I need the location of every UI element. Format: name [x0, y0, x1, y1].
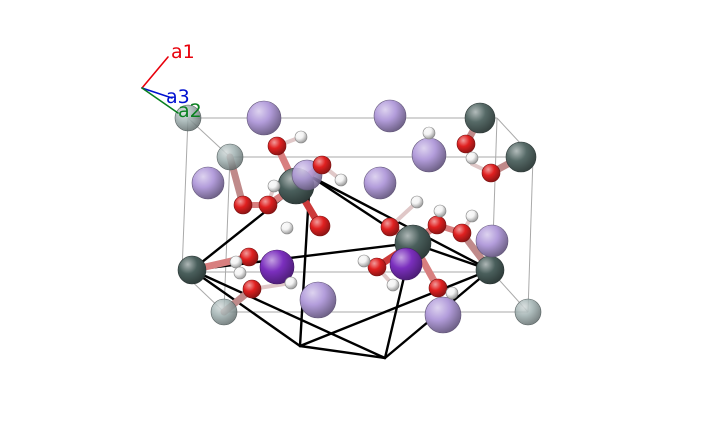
rhombohedron-edge — [308, 174, 492, 272]
atom-na[interactable] — [363, 166, 397, 200]
atom-si[interactable] — [216, 143, 244, 171]
atom-h[interactable] — [410, 195, 424, 209]
axis-vector-a3 — [141, 87, 173, 99]
atom-h[interactable] — [422, 126, 436, 140]
atom-o[interactable] — [258, 195, 278, 215]
atom-o[interactable] — [267, 136, 287, 156]
atom-h[interactable] — [267, 179, 281, 193]
atom-h[interactable] — [334, 173, 348, 187]
atom-h[interactable] — [433, 204, 447, 218]
rhombohedron-edge — [298, 344, 387, 360]
atom-h[interactable] — [294, 130, 308, 144]
atom-mn[interactable] — [505, 141, 537, 173]
cell-edge — [181, 117, 189, 273]
atom-o[interactable] — [367, 257, 387, 277]
atom-o[interactable] — [309, 215, 331, 237]
atom-h[interactable] — [445, 286, 459, 300]
atom-o[interactable] — [452, 223, 472, 243]
rhombohedron-edge — [190, 268, 387, 360]
axis-label-a1: a1 — [171, 41, 195, 63]
atom-o[interactable] — [312, 155, 332, 175]
atom-h[interactable] — [386, 278, 400, 292]
atom-h[interactable] — [465, 209, 479, 223]
axis-vector-a2 — [141, 87, 179, 114]
rhombohedron-edge — [298, 268, 492, 348]
atom-si[interactable] — [210, 298, 238, 326]
axis-vector-a1 — [141, 56, 169, 89]
atom-na[interactable] — [373, 99, 407, 133]
atom-o[interactable] — [380, 217, 400, 237]
rhombohedron-edge — [190, 268, 302, 348]
atom-na[interactable] — [299, 281, 337, 319]
cell-edge — [527, 156, 534, 313]
atom-o[interactable] — [233, 195, 253, 215]
axis-label-a2: a2 — [178, 100, 202, 122]
atom-o[interactable] — [481, 163, 501, 183]
atom-na[interactable] — [191, 166, 225, 200]
atom-h[interactable] — [465, 151, 479, 165]
atom-h[interactable] — [233, 266, 247, 280]
atom-k[interactable] — [389, 247, 423, 281]
rhombohedron-edge — [190, 241, 414, 272]
atom-k[interactable] — [259, 249, 295, 285]
atom-h[interactable] — [357, 254, 371, 268]
atom-o[interactable] — [456, 134, 476, 154]
atom-h[interactable] — [280, 221, 294, 235]
atom-mn[interactable] — [475, 255, 505, 285]
cell-edge — [223, 156, 231, 313]
atom-na[interactable] — [246, 100, 282, 136]
atom-o[interactable] — [239, 247, 259, 267]
atom-o[interactable] — [427, 215, 447, 235]
atom-o[interactable] — [428, 278, 448, 298]
atom-si[interactable] — [174, 104, 202, 132]
atom-mn[interactable] — [464, 102, 496, 134]
atom-h[interactable] — [284, 276, 298, 290]
atom-o[interactable] — [242, 279, 262, 299]
atom-na[interactable] — [475, 224, 509, 258]
axis-vectors — [141, 56, 179, 114]
atom-si[interactable] — [514, 298, 542, 326]
axis-label-a3: a3 — [166, 86, 190, 108]
atom-mn[interactable] — [177, 255, 207, 285]
atom-na[interactable] — [411, 137, 447, 173]
atom-h[interactable] — [229, 255, 243, 269]
atom-layer — [174, 99, 542, 334]
atom-na[interactable] — [424, 296, 462, 334]
